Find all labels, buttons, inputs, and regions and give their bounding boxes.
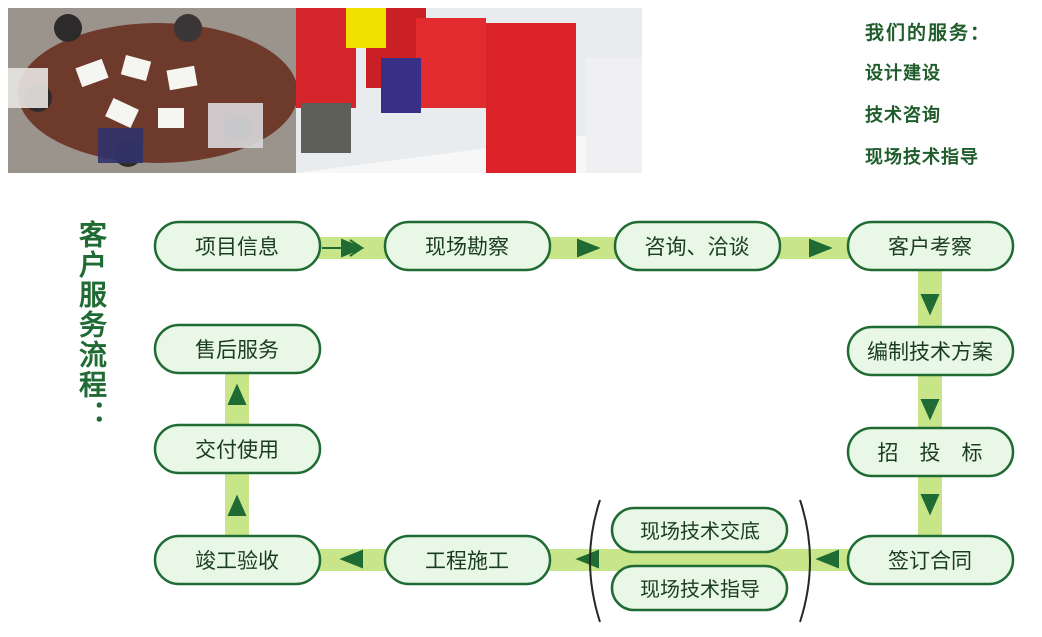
left-bracket-icon xyxy=(589,499,601,623)
arrow-down-icon xyxy=(920,399,940,421)
node-label: 现场技术指导 xyxy=(640,577,760,601)
arrow-right-icon xyxy=(577,238,601,258)
node-consult: 咨询、洽谈 xyxy=(613,220,782,272)
node-label: 招 投 标 xyxy=(878,441,983,465)
node-label: 交付使用 xyxy=(195,438,279,462)
arrow-up-icon xyxy=(227,383,247,405)
node-contract: 签订合同 xyxy=(846,534,1015,586)
node-label: 咨询、洽谈 xyxy=(645,235,750,259)
team-photo xyxy=(296,8,642,173)
node-label: 编制技术方案 xyxy=(867,340,993,364)
arrow-down-icon xyxy=(920,294,940,316)
node-tech-briefing: 现场技术交底 xyxy=(610,506,789,554)
arrow-right-icon xyxy=(341,238,365,258)
arrow-left-icon xyxy=(339,549,363,569)
node-site-survey: 现场勘察 xyxy=(383,220,552,272)
node-label: 竣工验收 xyxy=(195,549,279,573)
service-item-design: 设计建设 xyxy=(865,63,941,84)
node-tech-plan: 编制技术方案 xyxy=(846,325,1015,377)
node-label: 签订合同 xyxy=(888,549,972,573)
node-client-visit: 客户考察 xyxy=(846,220,1015,272)
node-label: 项目信息 xyxy=(195,235,279,259)
arrow-right-icon xyxy=(809,238,833,258)
arrow-left-icon xyxy=(815,549,839,569)
node-label: 客户考察 xyxy=(888,235,972,259)
arrow-left-icon xyxy=(575,549,599,569)
arrow-down-icon xyxy=(920,494,940,516)
service-item-consulting: 技术咨询 xyxy=(865,105,941,126)
node-delivery: 交付使用 xyxy=(153,423,322,475)
services-panel: 我们的服务： 设计建设 技术咨询 现场技术指导 xyxy=(865,18,1035,185)
arrow-up-icon xyxy=(227,494,247,516)
node-bidding: 招 投 标 xyxy=(846,426,1015,478)
service-item-guidance: 现场技术指导 xyxy=(865,147,979,168)
node-construction: 工程施工 xyxy=(383,534,552,586)
node-after-sales: 售后服务 xyxy=(153,323,322,375)
services-title: 我们的服务： xyxy=(865,22,992,44)
meeting-photo xyxy=(8,8,296,173)
node-label: 售后服务 xyxy=(195,338,279,362)
node-project-info: 项目信息 xyxy=(153,220,322,272)
node-label: 现场技术交底 xyxy=(640,519,760,543)
node-label: 工程施工 xyxy=(425,549,509,573)
node-tech-guidance: 现场技术指导 xyxy=(610,564,789,612)
node-label: 现场勘察 xyxy=(425,235,509,259)
right-bracket-icon xyxy=(799,499,811,623)
flow-title: 客户服务流程： xyxy=(75,220,108,430)
node-acceptance: 竣工验收 xyxy=(153,534,322,586)
